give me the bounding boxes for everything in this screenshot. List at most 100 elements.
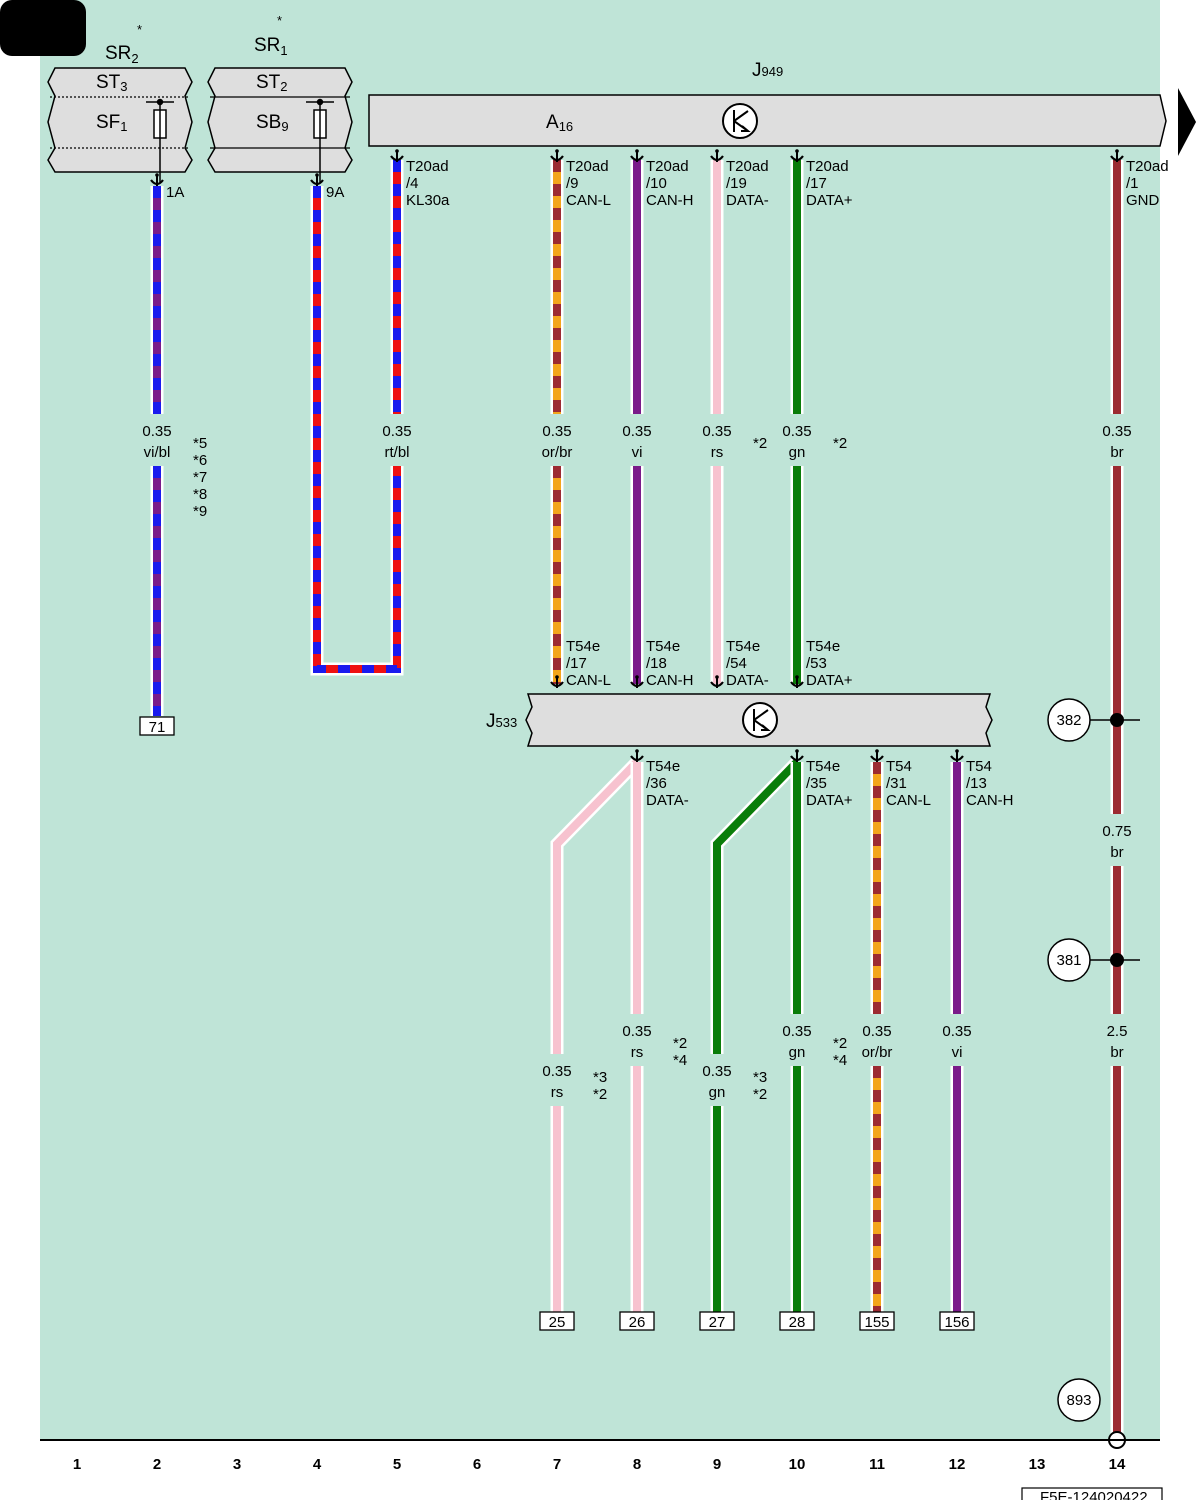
continuation-arrow bbox=[1178, 88, 1196, 156]
connectors bbox=[150, 149, 1124, 762]
pin-label: CAN-L bbox=[566, 672, 611, 689]
wire-footnote: *2 bbox=[673, 1035, 687, 1052]
wire-footnote: *7 bbox=[193, 469, 207, 486]
grid-number: 11 bbox=[869, 1456, 885, 1473]
pin-label: T20ad bbox=[726, 158, 769, 175]
wire-size-label: 0.35 bbox=[622, 423, 651, 440]
grid-number: 6 bbox=[473, 1456, 481, 1473]
reference-box: 27 bbox=[699, 1311, 735, 1331]
ground-point-893: 893 bbox=[1057, 1378, 1101, 1422]
document-id-box bbox=[1021, 1487, 1163, 1500]
pin-label: T20ad bbox=[806, 158, 849, 175]
grid-number: 1 bbox=[73, 1456, 81, 1473]
ground-point-381: 381 bbox=[1047, 938, 1140, 982]
grid-number: 4 bbox=[313, 1456, 322, 1473]
wire-color-label: rt/bl bbox=[384, 444, 409, 461]
connector-pin-icon bbox=[710, 149, 724, 162]
pin-label: CAN-H bbox=[966, 792, 1014, 809]
pin-label: DATA- bbox=[726, 672, 769, 689]
reference-number: 155 bbox=[864, 1314, 889, 1331]
pin-label: 9A bbox=[326, 184, 344, 201]
reference-box: 71 bbox=[139, 716, 175, 736]
wire-footnote: *6 bbox=[193, 452, 207, 469]
connector-pin-icon bbox=[790, 149, 804, 162]
gateway-electronics-icon bbox=[742, 702, 778, 738]
grid-number: 3 bbox=[233, 1456, 241, 1473]
wire-footnote: *2 bbox=[593, 1086, 607, 1103]
pin-label: T20ad bbox=[1126, 158, 1169, 175]
pin-label: 1A bbox=[166, 184, 184, 201]
wire-color-label: rs bbox=[631, 1044, 644, 1061]
pin-label: CAN-L bbox=[886, 792, 931, 809]
wires bbox=[150, 160, 1124, 1434]
wire-footnote: *4 bbox=[673, 1052, 687, 1069]
wire-footnote: *4 bbox=[833, 1052, 847, 1069]
grid-number: 12 bbox=[949, 1456, 966, 1473]
wire-footnote: *8 bbox=[193, 486, 207, 503]
j533-label: J533 bbox=[486, 711, 517, 732]
wire-color-label: or/br bbox=[542, 444, 573, 461]
pin-label: /9 bbox=[566, 175, 579, 192]
pin-label: /53 bbox=[806, 655, 827, 672]
reference-number: 156 bbox=[944, 1314, 969, 1331]
reference-number: 27 bbox=[709, 1314, 726, 1331]
connector-pin-icon bbox=[630, 149, 644, 162]
wire-footnote: *2 bbox=[753, 435, 767, 452]
pin-label: CAN-H bbox=[646, 192, 694, 209]
grid-number: 10 bbox=[789, 1456, 806, 1473]
pin-label: T54e bbox=[646, 758, 680, 775]
connector-pin-icon bbox=[550, 675, 564, 688]
wire-size-label: 0.35 bbox=[382, 423, 411, 440]
wire-rt-bl-loop bbox=[310, 186, 404, 676]
wire-gn-col9-lower bbox=[710, 757, 802, 1054]
wire-color-label: rs bbox=[551, 1084, 564, 1101]
grid-number: 2 bbox=[153, 1456, 161, 1473]
connector-pin-icon bbox=[550, 149, 564, 162]
wire-footnote: *2 bbox=[833, 435, 847, 452]
pin-label: GND bbox=[1126, 192, 1160, 209]
wire-size-label: 0.35 bbox=[862, 1023, 891, 1040]
pin-label: T20ad bbox=[646, 158, 689, 175]
wire-footnote: *9 bbox=[193, 503, 207, 520]
wire-size-label: 0.35 bbox=[702, 1063, 731, 1080]
pin-label: DATA- bbox=[726, 192, 769, 209]
wire-color-label: rs bbox=[711, 444, 724, 461]
wire-color-label: br bbox=[1110, 444, 1123, 461]
reference-number: 26 bbox=[629, 1314, 646, 1331]
connector-pin-icon bbox=[710, 675, 724, 688]
connector-pin-icon bbox=[310, 173, 324, 186]
wire-footnote: *2 bbox=[833, 1035, 847, 1052]
fuse-icon bbox=[306, 98, 334, 182]
module-electronics-icon bbox=[722, 103, 758, 139]
connector-pin-icon bbox=[870, 749, 884, 762]
reference-box: 156 bbox=[939, 1311, 975, 1331]
wire-size-label: 0.35 bbox=[542, 423, 571, 440]
wire-size-label: 0.35 bbox=[702, 423, 731, 440]
st3-label: ST3 bbox=[96, 72, 128, 94]
pin-label: /4 bbox=[406, 175, 419, 192]
pin-label: /1 bbox=[1126, 175, 1139, 192]
grid-number: 5 bbox=[393, 1456, 401, 1473]
grid-number: 14 bbox=[1109, 1456, 1126, 1473]
connector-pin-icon bbox=[1110, 149, 1124, 162]
ground-point-382: 382 bbox=[1047, 698, 1140, 742]
wire-size-label: 0.35 bbox=[942, 1023, 971, 1040]
pin-label: T20ad bbox=[566, 158, 609, 175]
wire-footnote: *3 bbox=[753, 1069, 767, 1086]
ground-point-number: 893 bbox=[1066, 1392, 1091, 1409]
j949-label: J949 bbox=[752, 60, 783, 81]
page-corner-tab bbox=[0, 0, 86, 56]
wire-footnote: *5 bbox=[193, 435, 207, 452]
wire-color-label: br bbox=[1110, 844, 1123, 861]
connector-pin-icon bbox=[630, 675, 644, 688]
document-id: F5E-124020422 bbox=[1040, 1489, 1148, 1500]
wire-size-label: 0.35 bbox=[1102, 423, 1131, 440]
pin-label: /36 bbox=[646, 775, 667, 792]
grid-number: 8 bbox=[633, 1456, 641, 1473]
pin-label: DATA- bbox=[646, 792, 689, 809]
connector-pin-icon bbox=[950, 749, 964, 762]
grid-number: 13 bbox=[1029, 1456, 1046, 1473]
pin-label: DATA+ bbox=[806, 792, 853, 809]
